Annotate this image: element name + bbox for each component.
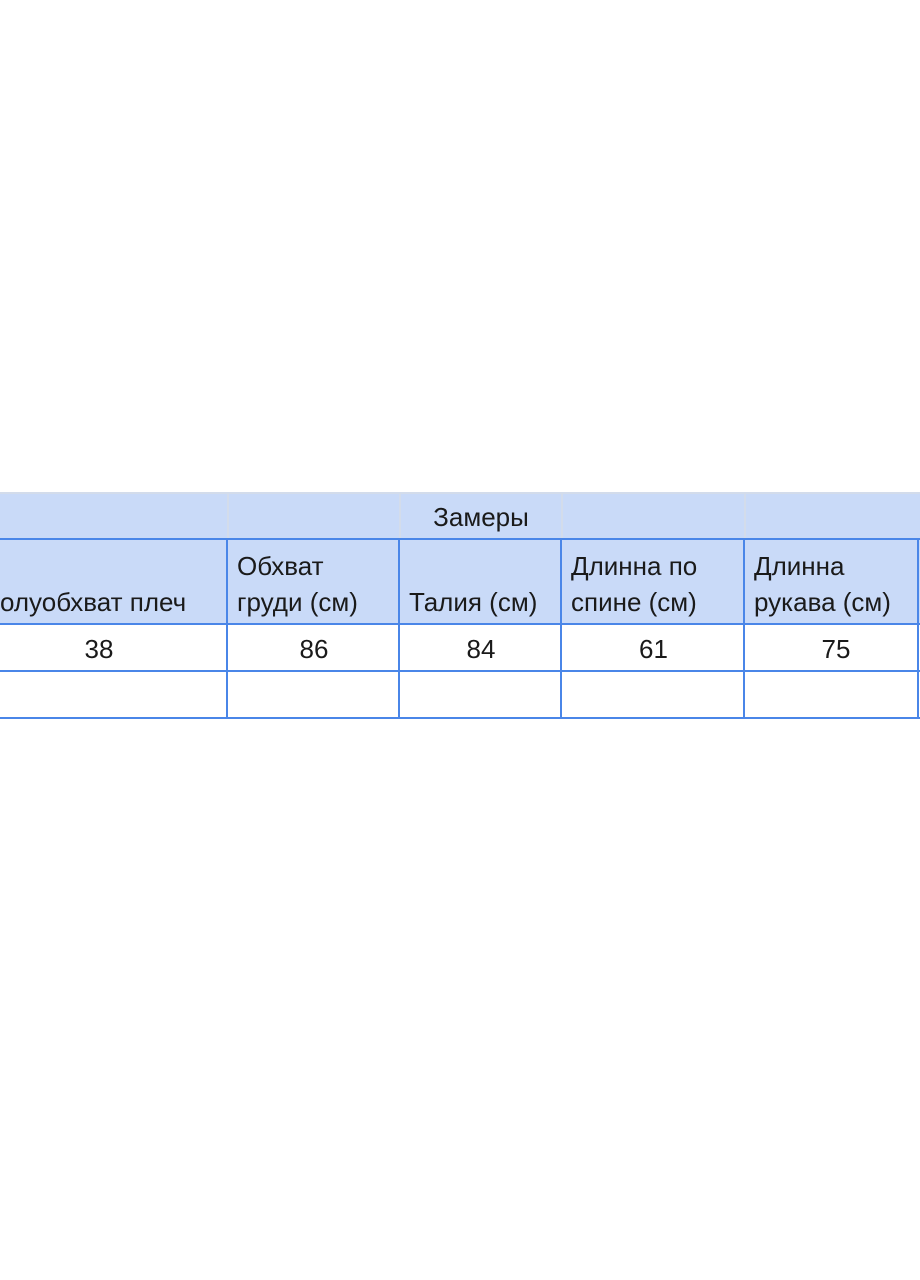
empty-cell-waist bbox=[401, 673, 561, 718]
grid-line-top bbox=[0, 492, 920, 494]
value-cell-chest: 86 bbox=[229, 626, 399, 671]
grid-line-title-1 bbox=[227, 492, 229, 539]
header-shoulders-line-1: олуобхват плеч bbox=[0, 587, 187, 617]
grid-line-col-4 bbox=[743, 538, 745, 719]
grid-line-header-top bbox=[0, 538, 920, 540]
header-cell-chest: Обхват груди (см) bbox=[229, 541, 399, 624]
header-cell-shoulders: олуобхват плеч bbox=[0, 541, 227, 624]
title-row-fill bbox=[0, 492, 920, 539]
header-sleeve-length-line-1: Длинна bbox=[754, 551, 845, 581]
header-back-length-line-2: спине (см) bbox=[571, 587, 697, 617]
value-cell-waist: 84 bbox=[401, 626, 561, 671]
grid-line-col-1 bbox=[226, 538, 228, 719]
table-title: Замеры bbox=[400, 494, 562, 539]
value-shoulders: 38 bbox=[84, 633, 114, 664]
value-chest: 86 bbox=[299, 633, 329, 664]
grid-line-table-bottom bbox=[0, 717, 920, 719]
grid-line-col-5 bbox=[917, 538, 919, 719]
empty-cell-shoulders bbox=[0, 673, 227, 718]
empty-cell-back-length bbox=[563, 673, 744, 718]
header-cell-waist: Талия (см) bbox=[401, 541, 561, 624]
value-back-length: 61 bbox=[639, 633, 668, 664]
value-sleeve-length: 75 bbox=[821, 633, 851, 664]
header-chest-line-2: груди (см) bbox=[237, 587, 358, 617]
grid-line-col-3 bbox=[560, 538, 562, 719]
header-waist-line-1: Талия (см) bbox=[409, 587, 538, 617]
table-title-text: Замеры bbox=[433, 501, 529, 532]
value-cell-sleeve-length: 75 bbox=[746, 626, 920, 671]
empty-cell-chest bbox=[229, 673, 399, 718]
empty-cell-sleeve-length bbox=[746, 673, 920, 718]
value-cell-back-length: 61 bbox=[563, 626, 744, 671]
grid-line-row-1-bottom bbox=[0, 670, 920, 672]
grid-line-col-2 bbox=[398, 538, 400, 719]
value-waist: 84 bbox=[466, 633, 496, 664]
header-chest-line-1: Обхват bbox=[237, 551, 324, 581]
value-cell-shoulders: 38 bbox=[0, 626, 198, 671]
header-back-length-line-1: Длинна по bbox=[571, 551, 698, 581]
grid-line-title-3 bbox=[561, 492, 563, 539]
grid-line-header-bottom bbox=[0, 623, 920, 625]
grid-line-title-4 bbox=[744, 492, 746, 539]
grid-line-title-2 bbox=[399, 492, 401, 539]
header-sleeve-length-line-2: рукава (см) bbox=[754, 587, 891, 617]
header-cell-back-length: Длинна по спине (см) bbox=[563, 541, 744, 624]
header-row-fill bbox=[0, 539, 920, 624]
header-cell-sleeve-length: Длинна рукава (см) bbox=[746, 541, 918, 624]
